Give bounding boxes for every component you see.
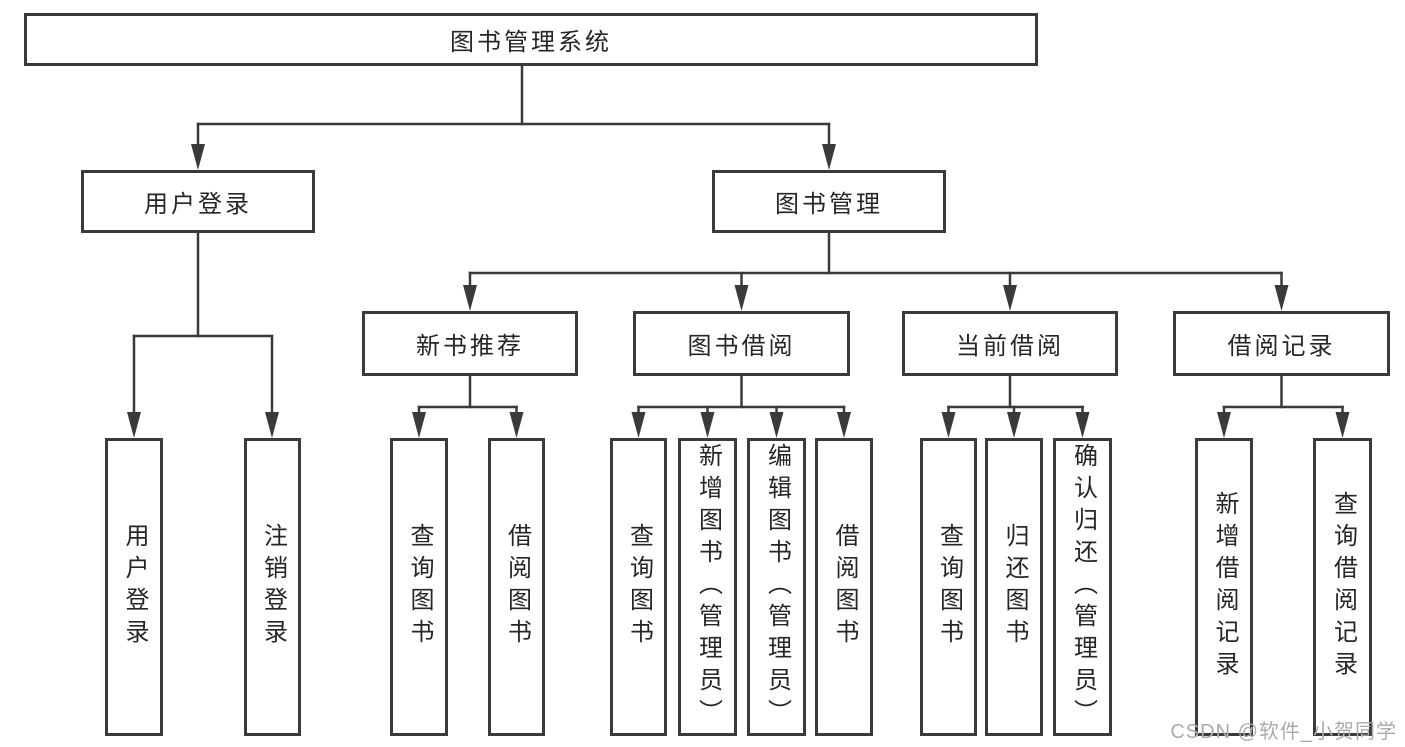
leaf-user-login-label: 用户登录 [121, 523, 148, 651]
leaf-borrow-edit-books: 编辑图书（管理员） [747, 438, 806, 736]
connector-book-borrow-to-leaves [631, 374, 851, 438]
node-borrow-records: 借阅记录 [1173, 311, 1390, 376]
leaf-current-return-books-label: 归还图书 [1001, 523, 1028, 651]
leaf-records-query-record-label: 查询借阅记录 [1329, 491, 1357, 683]
node-new-book-recommend: 新书推荐 [362, 311, 578, 376]
node-book-management: 图书管理 [712, 170, 946, 233]
leaf-current-return-books: 归还图书 [985, 438, 1043, 736]
leaf-records-add-record: 新增借阅记录 [1195, 438, 1253, 736]
leaf-newbook-borrow-books-label: 借阅图书 [503, 523, 531, 651]
leaf-borrow-borrow-books-label: 借阅图书 [831, 523, 858, 651]
leaf-borrow-add-books-label: 新增图书（管理员） [694, 443, 722, 731]
leaf-newbook-borrow-books: 借阅图书 [488, 438, 545, 736]
connector-current-borrow-to-leaves [941, 374, 1090, 438]
leaf-logout: 注销登录 [244, 438, 301, 736]
connector-borrow-records-to-leaves [1217, 374, 1350, 438]
leaf-current-query-books-label: 查询图书 [935, 523, 963, 651]
leaf-current-confirm-return-label: 确认归还（管理员） [1069, 443, 1097, 731]
leaf-borrow-add-books: 新增图书（管理员） [678, 438, 737, 736]
node-user-login: 用户登录 [81, 170, 315, 233]
leaf-borrow-borrow-books: 借阅图书 [815, 438, 873, 736]
connector-root-to-level2 [191, 64, 836, 170]
leaf-current-query-books: 查询图书 [920, 438, 977, 736]
leaf-borrow-edit-books-label: 编辑图书（管理员） [763, 443, 791, 731]
watermark: CSDN @软件_小贺同学 [1170, 721, 1397, 743]
connector-new-book-to-leaves [412, 374, 524, 438]
node-current-borrow: 当前借阅 [902, 311, 1118, 376]
leaf-borrow-query-books: 查询图书 [610, 438, 667, 736]
leaf-records-add-record-label: 新增借阅记录 [1211, 491, 1238, 683]
node-root: 图书管理系统 [24, 13, 1038, 66]
leaf-newbook-query-books: 查询图书 [390, 438, 448, 736]
connector-book-management-to-level3 [463, 231, 1289, 311]
connector-user-login-to-leaves [127, 231, 279, 438]
leaf-newbook-query-books-label: 查询图书 [406, 523, 433, 651]
leaf-current-confirm-return: 确认归还（管理员） [1053, 438, 1112, 736]
leaf-user-login: 用户登录 [105, 438, 163, 736]
leaf-records-query-record: 查询借阅记录 [1313, 438, 1372, 736]
leaf-borrow-query-books-label: 查询图书 [625, 523, 653, 651]
node-book-borrow: 图书借阅 [633, 311, 850, 376]
leaf-logout-label: 注销登录 [259, 523, 287, 651]
